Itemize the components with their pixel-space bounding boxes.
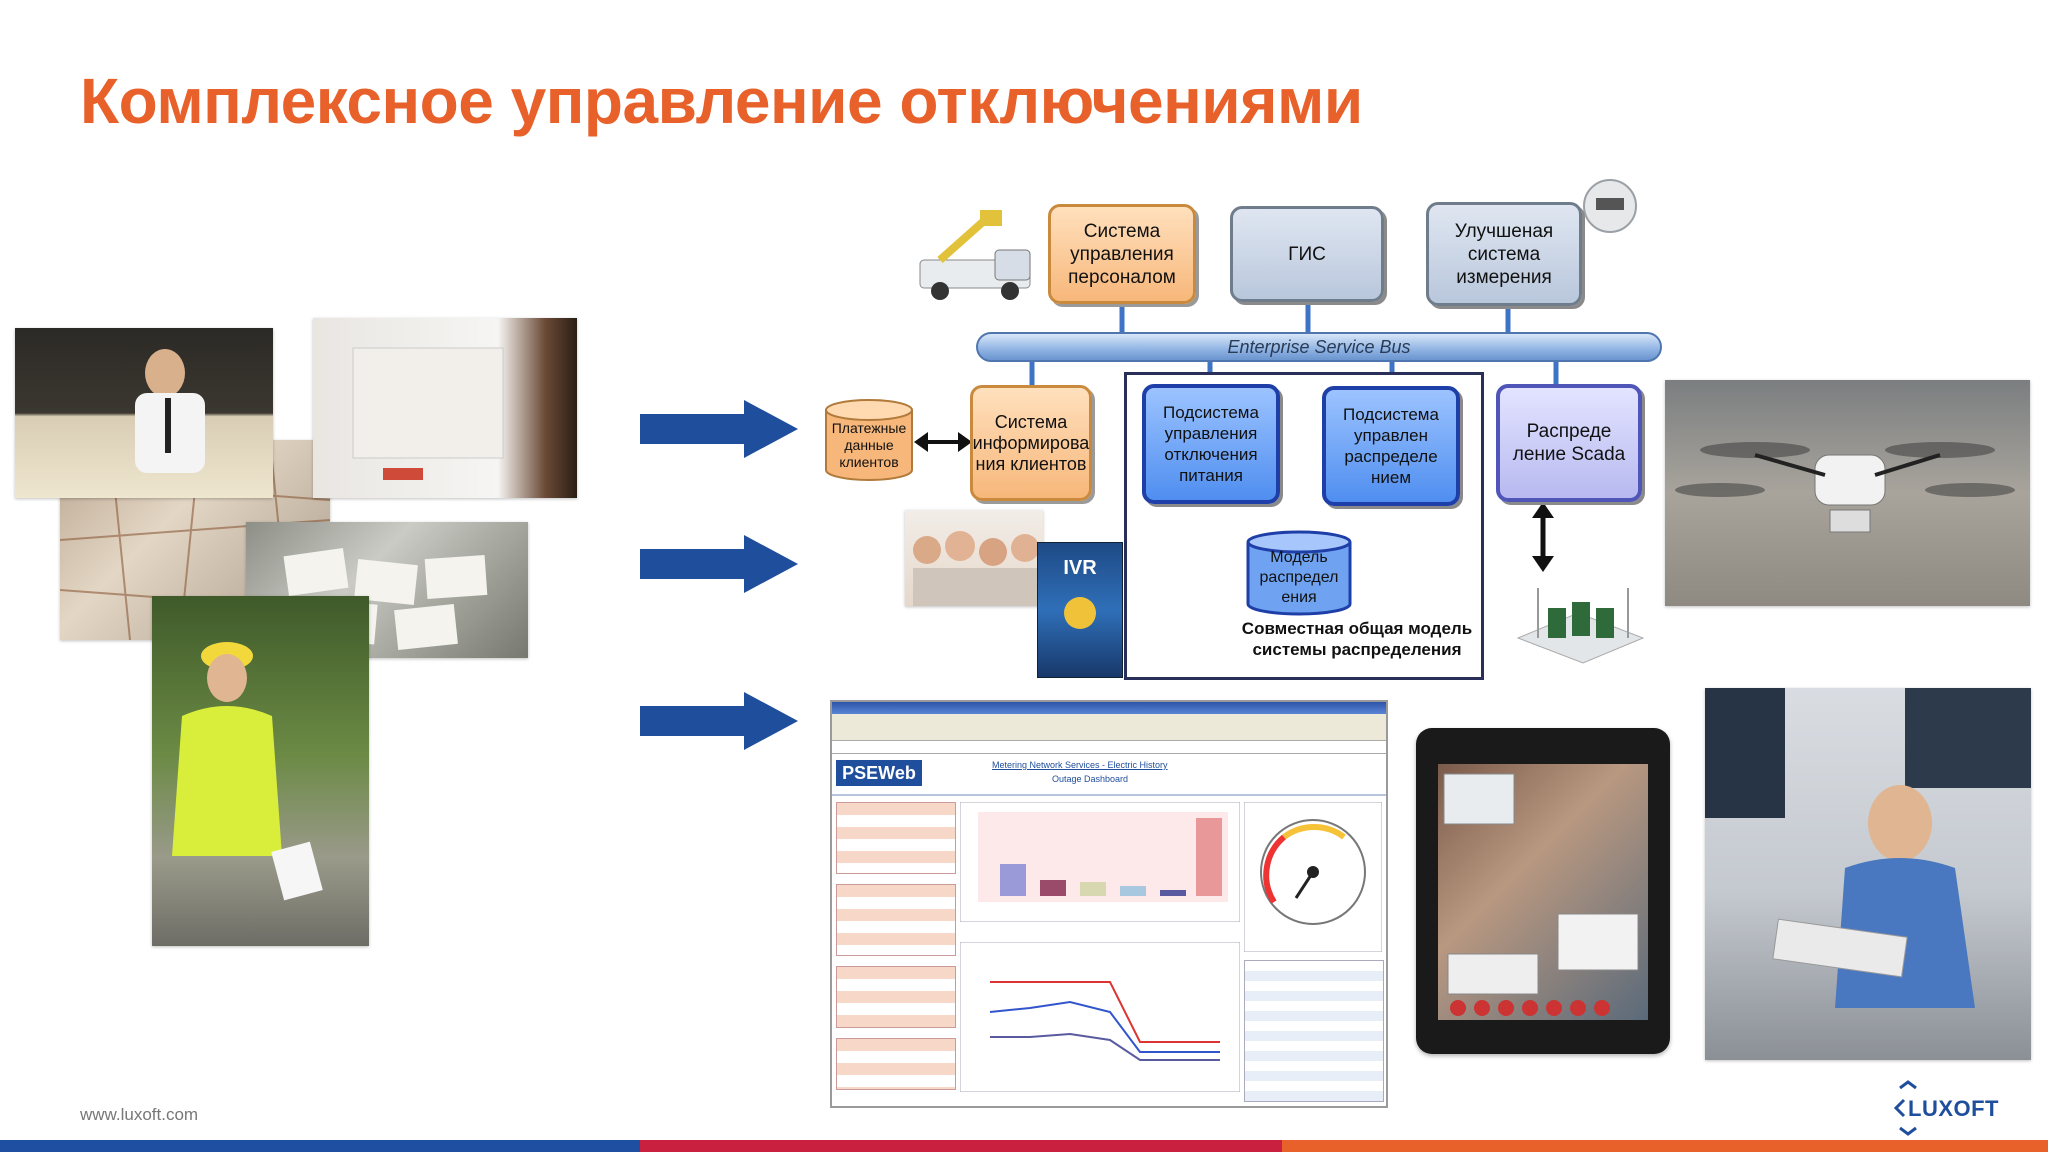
- footer-bar-orange: [1282, 1140, 2048, 1152]
- advanced-metering-box: Улучшеная система измерения: [1426, 202, 1582, 306]
- dashboard-title: Metering Network Services - Electric His…: [992, 760, 1168, 770]
- ivr-panel: IVR: [1037, 542, 1123, 678]
- arrow-right-3: [640, 692, 798, 750]
- customer-info-system-box: Система информирова ния клиентов: [970, 385, 1092, 501]
- scada-box: Распреде ление Scada: [1496, 384, 1642, 502]
- browser-toolbar: [832, 714, 1386, 741]
- ivr-phone-icon: [1064, 597, 1096, 629]
- dashboard-line-chart: [960, 942, 1240, 1092]
- photo-operator-at-desk: [15, 328, 273, 498]
- tablet-device: [1416, 728, 1670, 1054]
- shared-model-caption: Совместная общая модель системы распреде…: [1241, 619, 1473, 659]
- photo-dispatcher: [1705, 688, 2031, 1060]
- photo-drone: [1665, 380, 2030, 606]
- cylinder-shape: [825, 399, 913, 481]
- distribution-model-label: Модель распредел ения: [1259, 549, 1339, 606]
- distribution-management-box: Подсистема управлен распределе нием: [1322, 386, 1460, 506]
- enterprise-service-bus: Enterprise Service Bus: [976, 332, 1662, 362]
- luxoft-logo-text: LUXOFT: [1908, 1096, 1999, 1121]
- table-block-3: [836, 966, 956, 1028]
- utility-truck-icon: [919, 210, 1031, 300]
- billing-data-cylinder: Платежные данные клиентов: [824, 398, 914, 482]
- outage-management-box: Подсистема управления отключения питания: [1142, 384, 1280, 504]
- esb-label: Enterprise Service Bus: [1227, 336, 1411, 357]
- dashboard-gauge: [1244, 802, 1382, 952]
- workforce-management-box: Система управления персоналом: [1048, 204, 1196, 304]
- table-block-4: [836, 1038, 956, 1090]
- gis-box: ГИС: [1230, 206, 1384, 302]
- outage-dashboard-screenshot: PSEWeb Metering Network Services - Elect…: [830, 700, 1388, 1108]
- table-block-1: [836, 802, 956, 874]
- smart-meter-icon: [1583, 179, 1637, 233]
- dashboard-bar-chart: [960, 802, 1240, 922]
- luxoft-logo: LUXOFT: [1894, 1080, 2014, 1136]
- browser-titlebar: [832, 702, 1386, 714]
- dashboard-header: PSEWeb Metering Network Services - Elect…: [832, 754, 1386, 796]
- footer-bar-blue: [0, 1140, 640, 1152]
- browser-address-bar: [832, 741, 1386, 754]
- table-block-2: [836, 884, 956, 956]
- distribution-model-cylinder: Модель распредел ения: [1246, 530, 1352, 616]
- wall-papers-graphic: [352, 347, 504, 480]
- tablet-screen: [1438, 764, 1648, 1020]
- photo-paper-wall: [313, 318, 577, 498]
- dispatcher-graphic: [1705, 688, 2031, 1008]
- dashboard-left-tables: [836, 802, 956, 1102]
- arrow-right-2: [640, 535, 798, 593]
- arrow-right-1: [640, 400, 798, 458]
- field-worker-graphic: [172, 642, 323, 901]
- drone-graphic: [1675, 442, 2015, 533]
- footer-bar-red: [640, 1140, 1282, 1152]
- footer-url: www.luxoft.com: [80, 1105, 199, 1124]
- dashboard-subtitle: Outage Dashboard: [1052, 774, 1129, 784]
- luxoft-logo-chevrons-icon: [1894, 1080, 1917, 1136]
- billing-data-label: Платежные данные клиентов: [831, 420, 907, 470]
- page-title: Комплексное управление отключениями: [80, 65, 1363, 137]
- photo-field-worker: [152, 596, 369, 946]
- operator-figure-graphic: [135, 349, 205, 473]
- model-cylinder-shape: [1246, 530, 1352, 616]
- dashboard-brand: PSEWeb: [836, 760, 922, 786]
- dashboard-right-links: [1244, 960, 1384, 1102]
- tablet-map-overlay-graphic: [1443, 773, 1639, 1016]
- substation-icon: [1516, 588, 1645, 664]
- call-center-people-graphic: [913, 531, 1043, 606]
- ivr-label: IVR: [1063, 557, 1097, 579]
- photo-call-center: [905, 510, 1043, 606]
